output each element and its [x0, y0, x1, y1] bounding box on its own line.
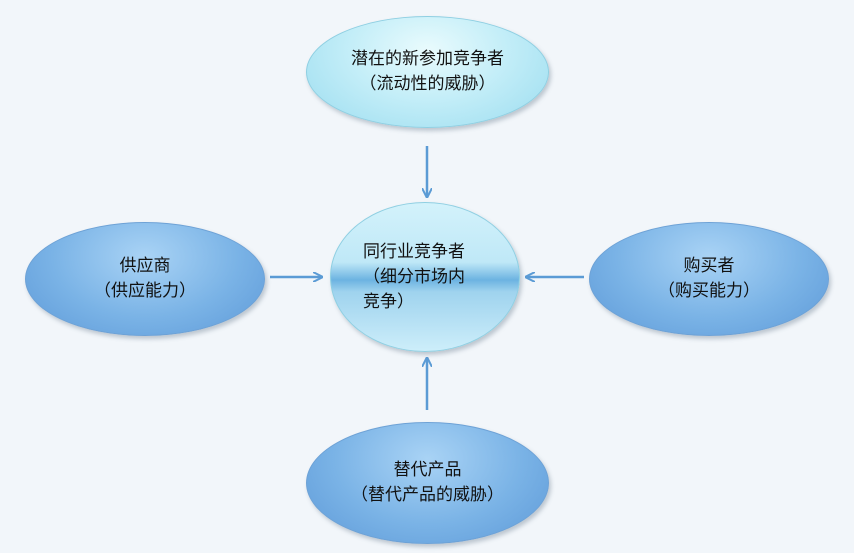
node-industry-competitors-title: 同行业竞争者 [363, 241, 465, 262]
node-buyers-subtitle: （购买能力） [658, 281, 760, 301]
node-industry-competitors-line2: （细分市场内 [363, 266, 465, 287]
node-industry-competitors: 同行业竞争者 （细分市场内 竞争） [330, 202, 520, 352]
node-suppliers-title: 供应商 [119, 256, 171, 276]
node-substitutes-title: 替代产品 [393, 460, 462, 480]
node-potential-entrants-title: 潜在的新参加竞争者 [351, 49, 504, 69]
node-substitutes: 替代产品 （替代产品的威胁） [306, 422, 549, 544]
node-potential-entrants: 潜在的新参加竞争者 （流动性的威胁） [306, 16, 549, 128]
node-suppliers-subtitle: （供应能力） [94, 281, 196, 301]
node-potential-entrants-subtitle: （流动性的威胁） [359, 74, 496, 94]
node-buyers: 购买者 （购买能力） [589, 222, 829, 336]
node-substitutes-subtitle: （替代产品的威胁） [351, 485, 504, 505]
node-suppliers: 供应商 （供应能力） [25, 222, 265, 336]
node-buyers-title: 购买者 [683, 256, 735, 276]
node-industry-competitors-line3: 竞争） [363, 291, 414, 312]
